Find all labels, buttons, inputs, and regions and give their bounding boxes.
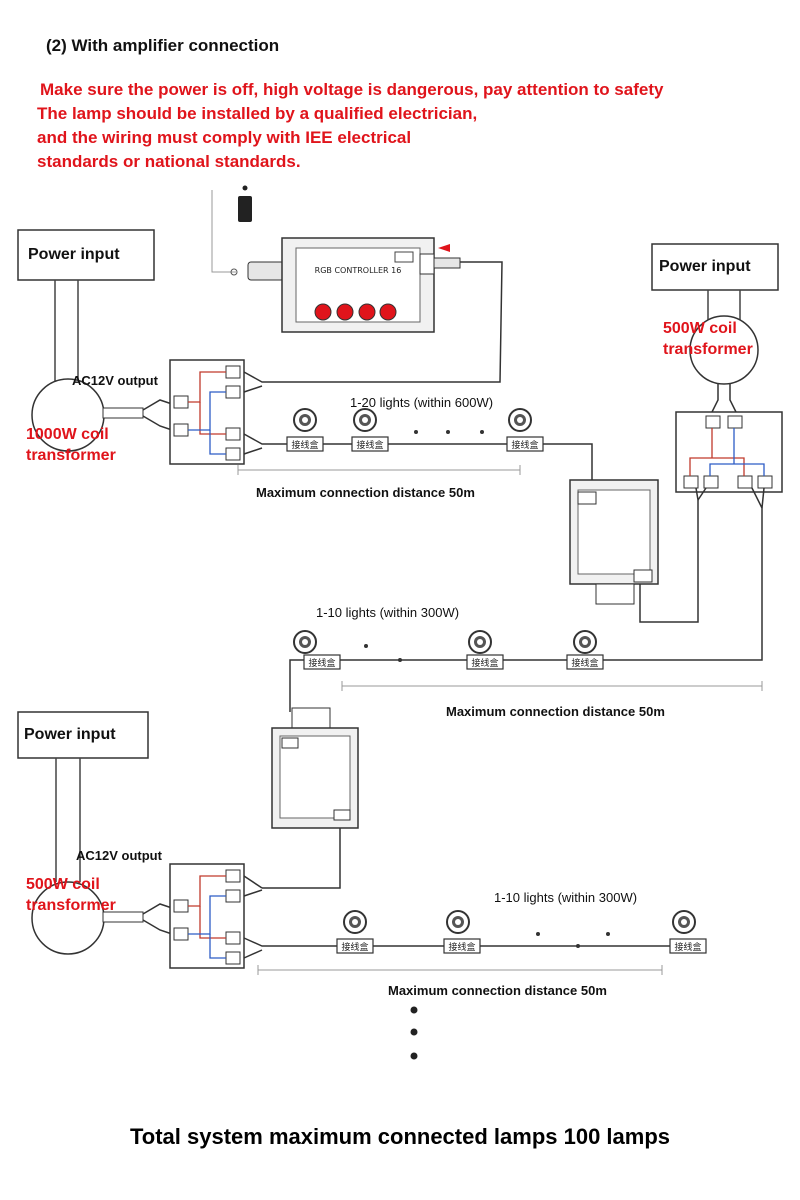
section-title: (2) With amplifier connection	[46, 36, 280, 55]
transformer-1000w-label: 1000W coil transformer	[26, 426, 116, 464]
rgb-controller: RGB CONTROLLER 16	[247, 237, 461, 333]
transformer-500w-right	[689, 315, 759, 385]
warning-line-2: The lamp should be installed by a qualif…	[37, 104, 478, 123]
power-input-label-1: Power input	[28, 246, 120, 263]
max-distance-label-1: Maximum connection distance 50m	[256, 485, 475, 500]
lamp-line-1	[237, 408, 544, 475]
signal-amplifier-2	[271, 707, 359, 829]
power-input-label-2: Power input	[659, 258, 751, 275]
remote-control-icon	[238, 196, 252, 222]
terminal-block-2	[675, 411, 783, 493]
power-input-box-3	[17, 711, 149, 759]
power-input-label-3: Power input	[24, 726, 116, 743]
warning-line-1: Make sure the power is off, high voltage…	[40, 80, 664, 99]
max-distance-label-3: Maximum connection distance 50m	[388, 983, 607, 998]
signal-amplifier-1	[569, 479, 659, 605]
warning-line-4: standards or national standards.	[37, 152, 301, 171]
total-system-note: Total system maximum connected lamps 100…	[129, 1124, 671, 1149]
ac12v-output-label-2: AC12V output	[76, 848, 162, 863]
warning-line-3: and the wiring must comply with IEE elec…	[37, 128, 412, 147]
transformer-500w-left-label: 500W coil transformer	[26, 876, 116, 914]
max-distance-label-2: Maximum connection distance 50m	[446, 704, 665, 719]
controller-title: RGB CONTROLLER 16	[315, 266, 402, 275]
lamp-line-2	[289, 630, 763, 712]
power-input-box-1	[17, 229, 155, 281]
power-input-box-2	[651, 243, 779, 291]
lamp-line-3	[257, 910, 707, 975]
terminal-block-3	[169, 863, 245, 969]
transformer-500w-right-label: 500W coil transformer	[663, 320, 753, 358]
lights-1-10-label-2: 1-10 lights (within 300W)	[494, 890, 638, 905]
lights-1-10-label-1: 1-10 lights (within 300W)	[316, 605, 460, 620]
lights-1-20-label: 1-20 lights (within 600W)	[350, 395, 494, 410]
ac12v-output-label-1: AC12V output	[72, 373, 158, 388]
terminal-block-1	[169, 359, 245, 465]
